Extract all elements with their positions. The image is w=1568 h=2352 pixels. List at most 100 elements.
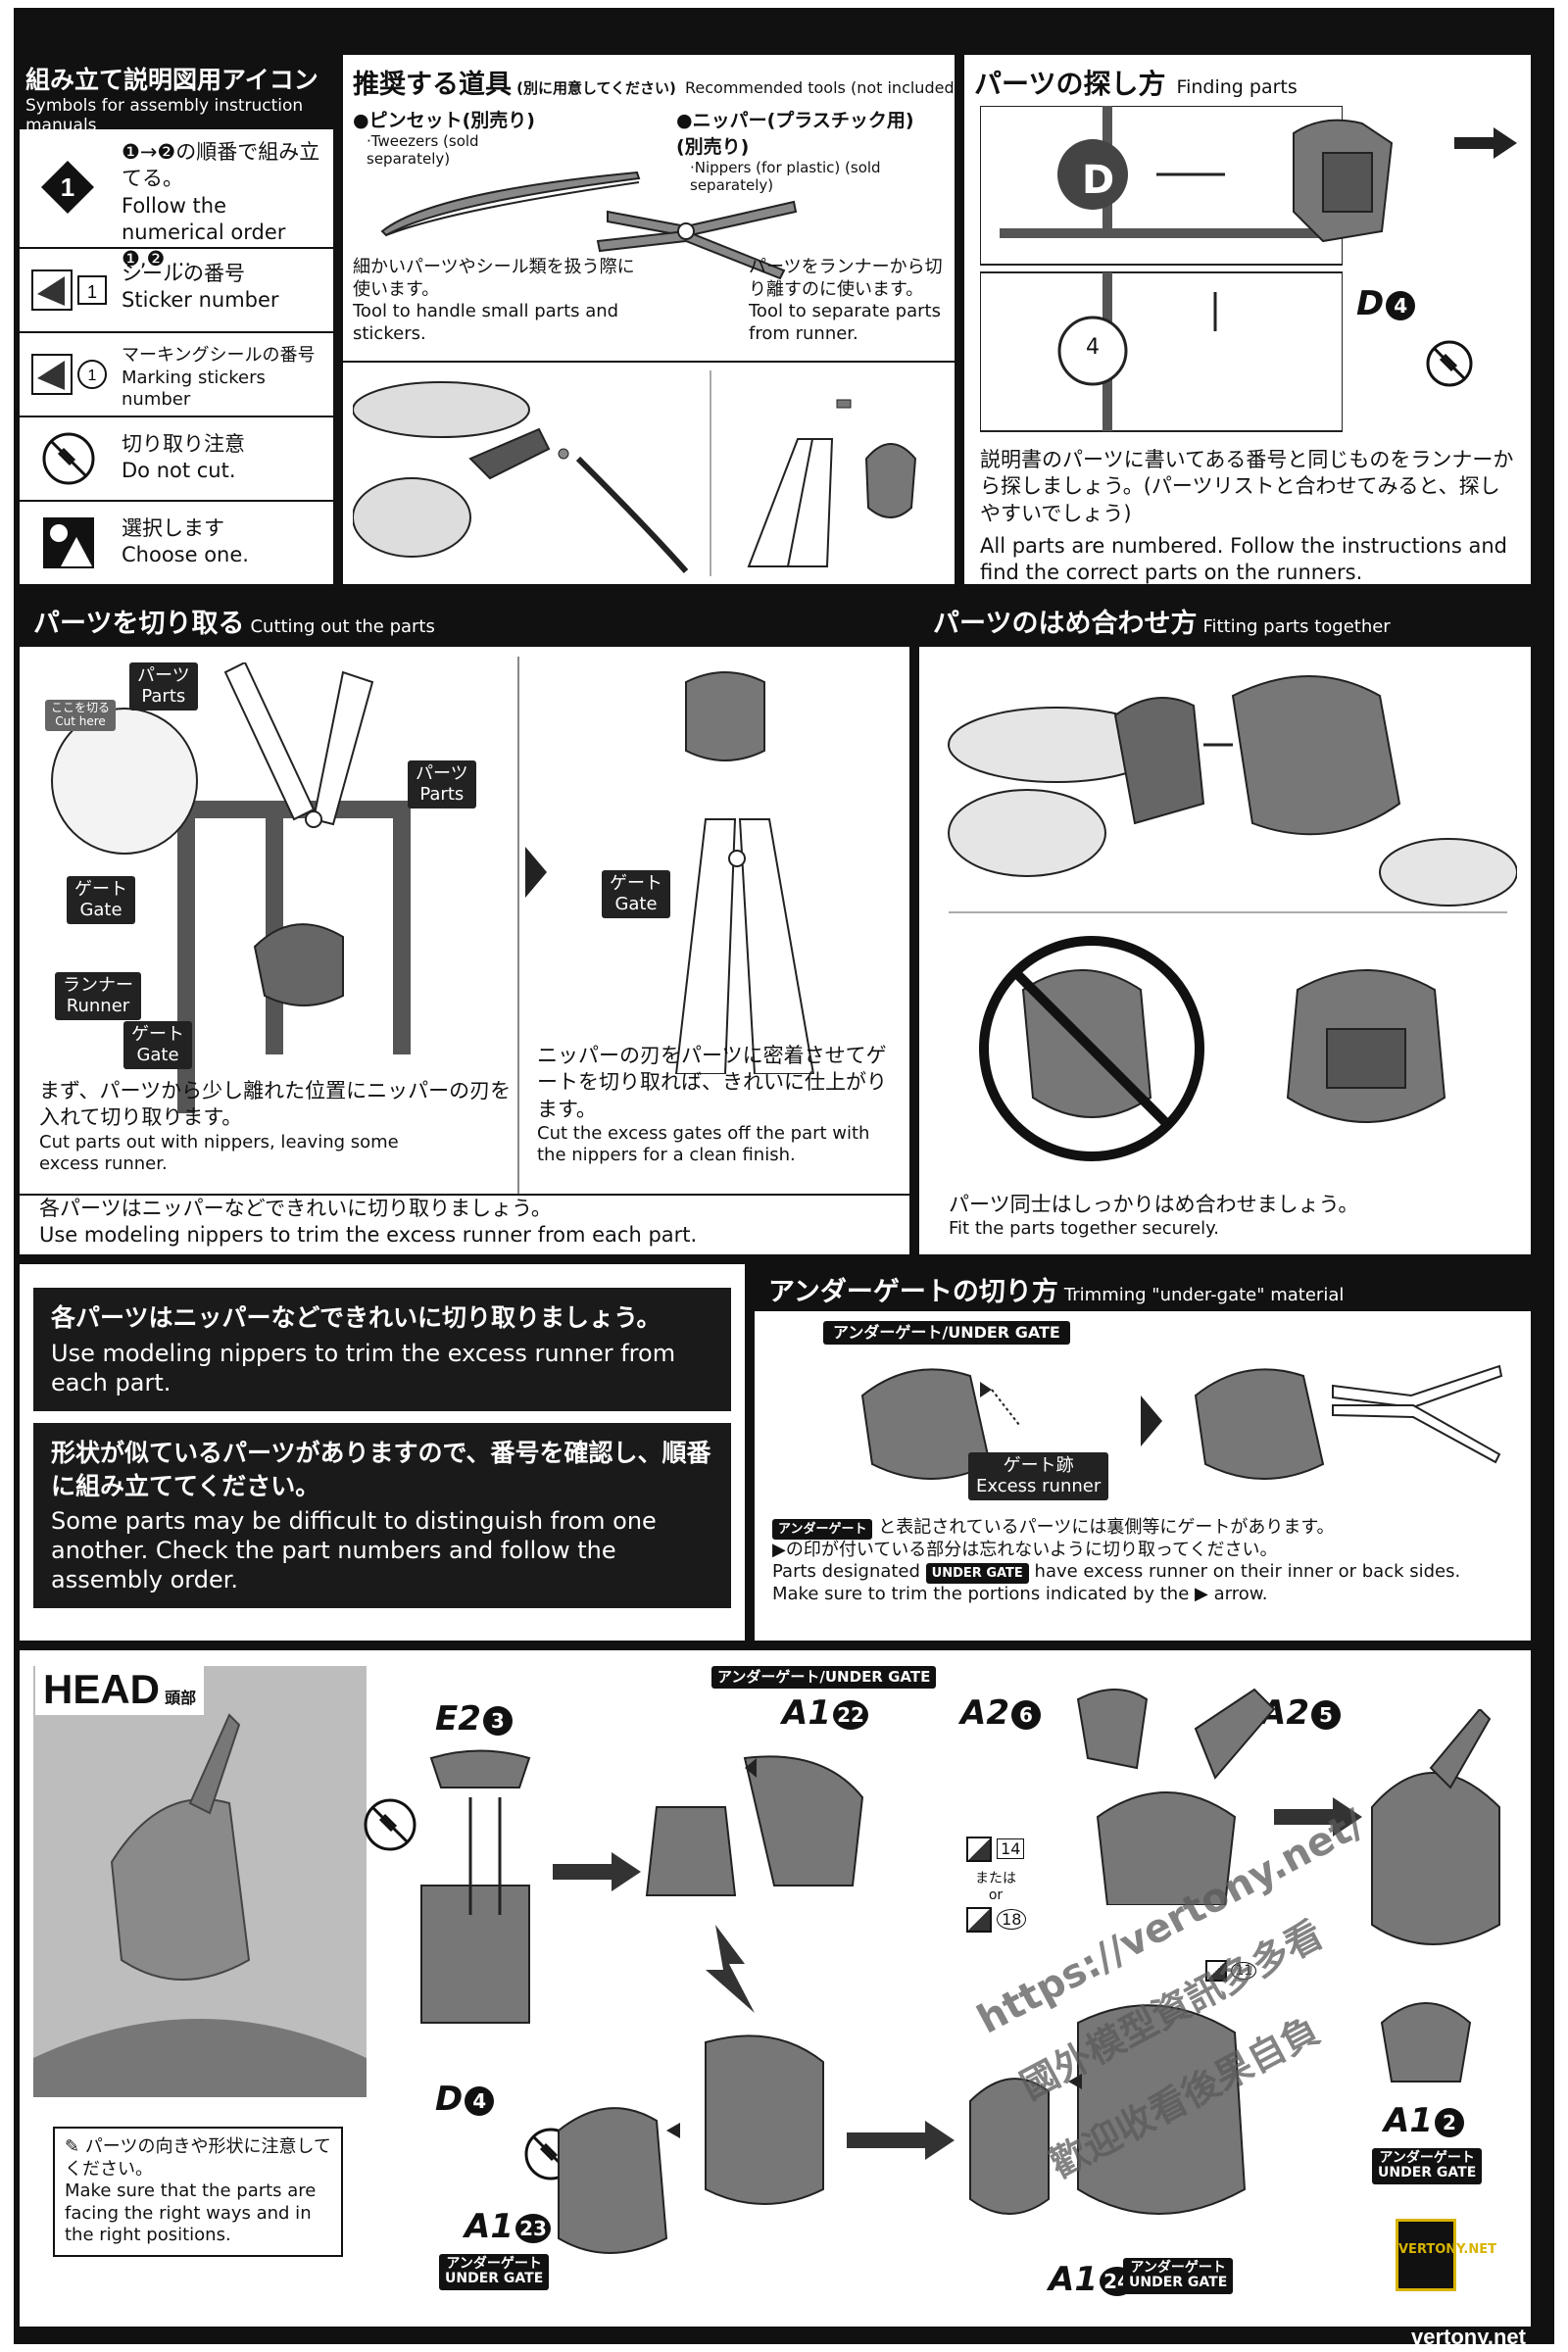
notice-trim-en: Use modeling nippers to trim the excess … [51, 1339, 713, 1397]
cut-here-jp: ここを切る [51, 702, 110, 715]
undergate-desc1-en-pre: Parts designated [772, 1561, 920, 1582]
head-arrow-2 [706, 1925, 764, 2013]
sticker-14: 14 [966, 1837, 1054, 1862]
undergate-tag: アンダーゲート/UNDER GATE [823, 1321, 1070, 1345]
undergate-desc2-en: Make sure to trim the portions indicated… [772, 1584, 1527, 1606]
notices-panel: 各パーツはニッパーなどできれいに切り取りましょう。 Use modeling n… [20, 1264, 745, 1641]
label-gate-1-en: Gate [74, 901, 127, 921]
notice-order-jp: 形状が似ているパーツがありますので、番号を確認し、順番に組み立ててください。 [51, 1437, 713, 1503]
label-parts-2: パーツ Parts [408, 760, 476, 808]
fitting-title-en: Fitting parts together [1202, 616, 1390, 637]
symbol-row-sticker: 1 シールの番号 Sticker number [20, 247, 333, 331]
marking-sticker-icon: 1 [31, 349, 110, 398]
part-tag-a2-6: A26 [960, 1693, 1041, 1733]
label-parts-1-jp: パーツ [137, 666, 190, 687]
head-title: HEAD 頭部 [35, 1664, 204, 1715]
nippers-title: ●ニッパー(プラスチック用)(別売り) [676, 106, 941, 159]
head-arrow-1 [553, 1852, 641, 1891]
label-parts-2-en: Parts [416, 785, 468, 806]
cut-here-en: Cut here [51, 715, 110, 729]
head-panel: HEAD 頭部 ✎ パーツの向きや形状に注意してください。 Make sure … [20, 1650, 1531, 2327]
cutting-title-en: Cutting out the parts [250, 616, 434, 637]
finding-title-en: Finding parts [1177, 76, 1298, 98]
symbols-panel: 組み立て説明図用アイコン Symbols for assembly instru… [20, 55, 333, 584]
symbol-sticker-jp: シールの番号 [122, 261, 279, 287]
label-gate-2-en: Gate [131, 1046, 184, 1066]
undergate-desc2-jp: ▶の印が付いている部分は忘れないように切り取ってください。 [772, 1540, 1527, 1562]
label-gate-1: ゲート Gate [67, 876, 135, 924]
do-not-cut-icon [363, 1797, 417, 1852]
cutting-step1-en: Cut parts out with nippers, leaving some… [39, 1132, 451, 1176]
undergate-desc1-jp: と表記されているパーツには裏側等にゲートがあります。 [878, 1517, 1334, 1538]
tools-title-note: (別に用意してください) [516, 79, 676, 97]
fitting-desc-jp: パーツ同士はしっかりはめ合わせましょう。 [949, 1192, 1517, 1218]
head-note-en: Make sure that the parts are facing the … [65, 2180, 331, 2247]
head-undergate-tag-top: アンダーゲート/UNDER GATE [711, 1666, 936, 1689]
symbol-do-not-cut-jp: 切り取り注意 [122, 431, 245, 458]
head-final-illustration [1352, 1709, 1519, 1964]
undergate-badge-en: UNDER GATE [926, 1563, 1029, 1584]
fitting-wrong-illustration [974, 931, 1209, 1166]
excess-runner-en: Excess runner [976, 1477, 1101, 1497]
fitting-divider [949, 911, 1507, 913]
fitting-right-illustration [1268, 951, 1464, 1147]
label-runner-en: Runner [63, 997, 133, 1017]
part-tag-a1-24: A124 [1049, 2260, 1135, 2299]
cutting-divider [517, 657, 519, 1194]
do-not-cut-icon [41, 431, 96, 486]
nippers-desc-jp: パーツをランナーから切り離すのに使います。 [749, 257, 945, 301]
tools-header: 推奨する道具 (別に用意してください) Recommended tools (n… [353, 63, 955, 101]
head-part-a1-2-illustration [1372, 1984, 1480, 2091]
cutting-panel: パーツを切り取る Cutting out the parts ここを切る Cut … [20, 594, 909, 1254]
marking-18: 18 [966, 1907, 1054, 1933]
cutting-title-jp: パーツを切り取る [33, 609, 244, 639]
finding-header: パーツの探し方 Finding parts [974, 63, 1298, 102]
tools-title-jp: 推奨する道具 [353, 70, 512, 100]
symbol-row-marking: 1 マーキングシールの番号 Marking stickers number [20, 331, 333, 416]
fitting-hands-illustration [939, 657, 1517, 911]
vertony-logo: VERTONY.NET [1396, 2219, 1456, 2291]
label-parts-1: パーツ Parts [129, 662, 198, 710]
finding-part-number: 4 [1386, 291, 1415, 320]
tools-panel: 推奨する道具 (別に用意してください) Recommended tools (n… [343, 55, 955, 584]
symbol-sticker-en: Sticker number [122, 287, 279, 314]
label-runner-jp: ランナー [63, 976, 133, 997]
undergate-desc1: アンダーゲート と表記されているパーツには裏側等にゲートがあります。 [772, 1517, 1527, 1540]
notice-trim-jp: 各パーツはニッパーなどできれいに切り取りましょう。 [51, 1301, 713, 1335]
finding-desc-jp: 説明書のパーツに書いてある番号と同じものをランナーから探しましょう。(パーツリス… [980, 447, 1519, 527]
symbol-do-not-cut-en: Do not cut. [122, 458, 245, 484]
undergate-trim-illustration [1186, 1347, 1509, 1494]
head-undergate-tag-1: アンダーゲートUNDER GATE [439, 2254, 549, 2290]
head-step3-illustration [549, 2023, 843, 2268]
symbol-order-jp: ❶→❷の順番で組み立てる。 [122, 139, 327, 193]
head-title-en: HEAD [43, 1666, 160, 1712]
finding-part-letter: D [1356, 284, 1384, 323]
undergate-desc1-en-post: have excess runner on their inner or bac… [1035, 1561, 1461, 1582]
sticker-icon [966, 1837, 992, 1862]
sticker-choice: 14 または or 18 [966, 1837, 1054, 1933]
symbols-title: 組み立て説明図用アイコン Symbols for assembly instru… [25, 61, 333, 135]
svg-text:1: 1 [88, 368, 97, 384]
head-arrow-3 [847, 2121, 955, 2160]
cutting-step2-jp: ニッパーの刃をパーツに密着させてゲートを切り取れば、きれいに仕上がります。 [537, 1043, 904, 1123]
step-number-1-icon: 1 [39, 159, 96, 216]
runner-number-4: 4 [1086, 335, 1100, 360]
head-note-jp: ✎ パーツの向きや形状に注意してください。 [65, 2136, 331, 2180]
symbol-row-do-not-cut: 切り取り注意 Do not cut. [20, 416, 333, 500]
head-step2-illustration [637, 1748, 882, 1915]
svg-text:1: 1 [61, 172, 74, 202]
do-not-cut-icon [1425, 339, 1474, 388]
excess-runner-jp: ゲート跡 [976, 1456, 1101, 1477]
finding-part-tag: D4 [1356, 284, 1415, 323]
cutting-step1-jp: まず、パーツから少し離れた位置にニッパーの刃を入れて切り取ります。 [39, 1078, 529, 1132]
undergate-panel: アンダーゲートの切り方Trimming "under-gate" materia… [755, 1264, 1531, 1641]
runner-letter-d: D [1082, 158, 1114, 203]
tools-photo-divider [343, 361, 955, 363]
head-reference-image [33, 1666, 367, 2097]
